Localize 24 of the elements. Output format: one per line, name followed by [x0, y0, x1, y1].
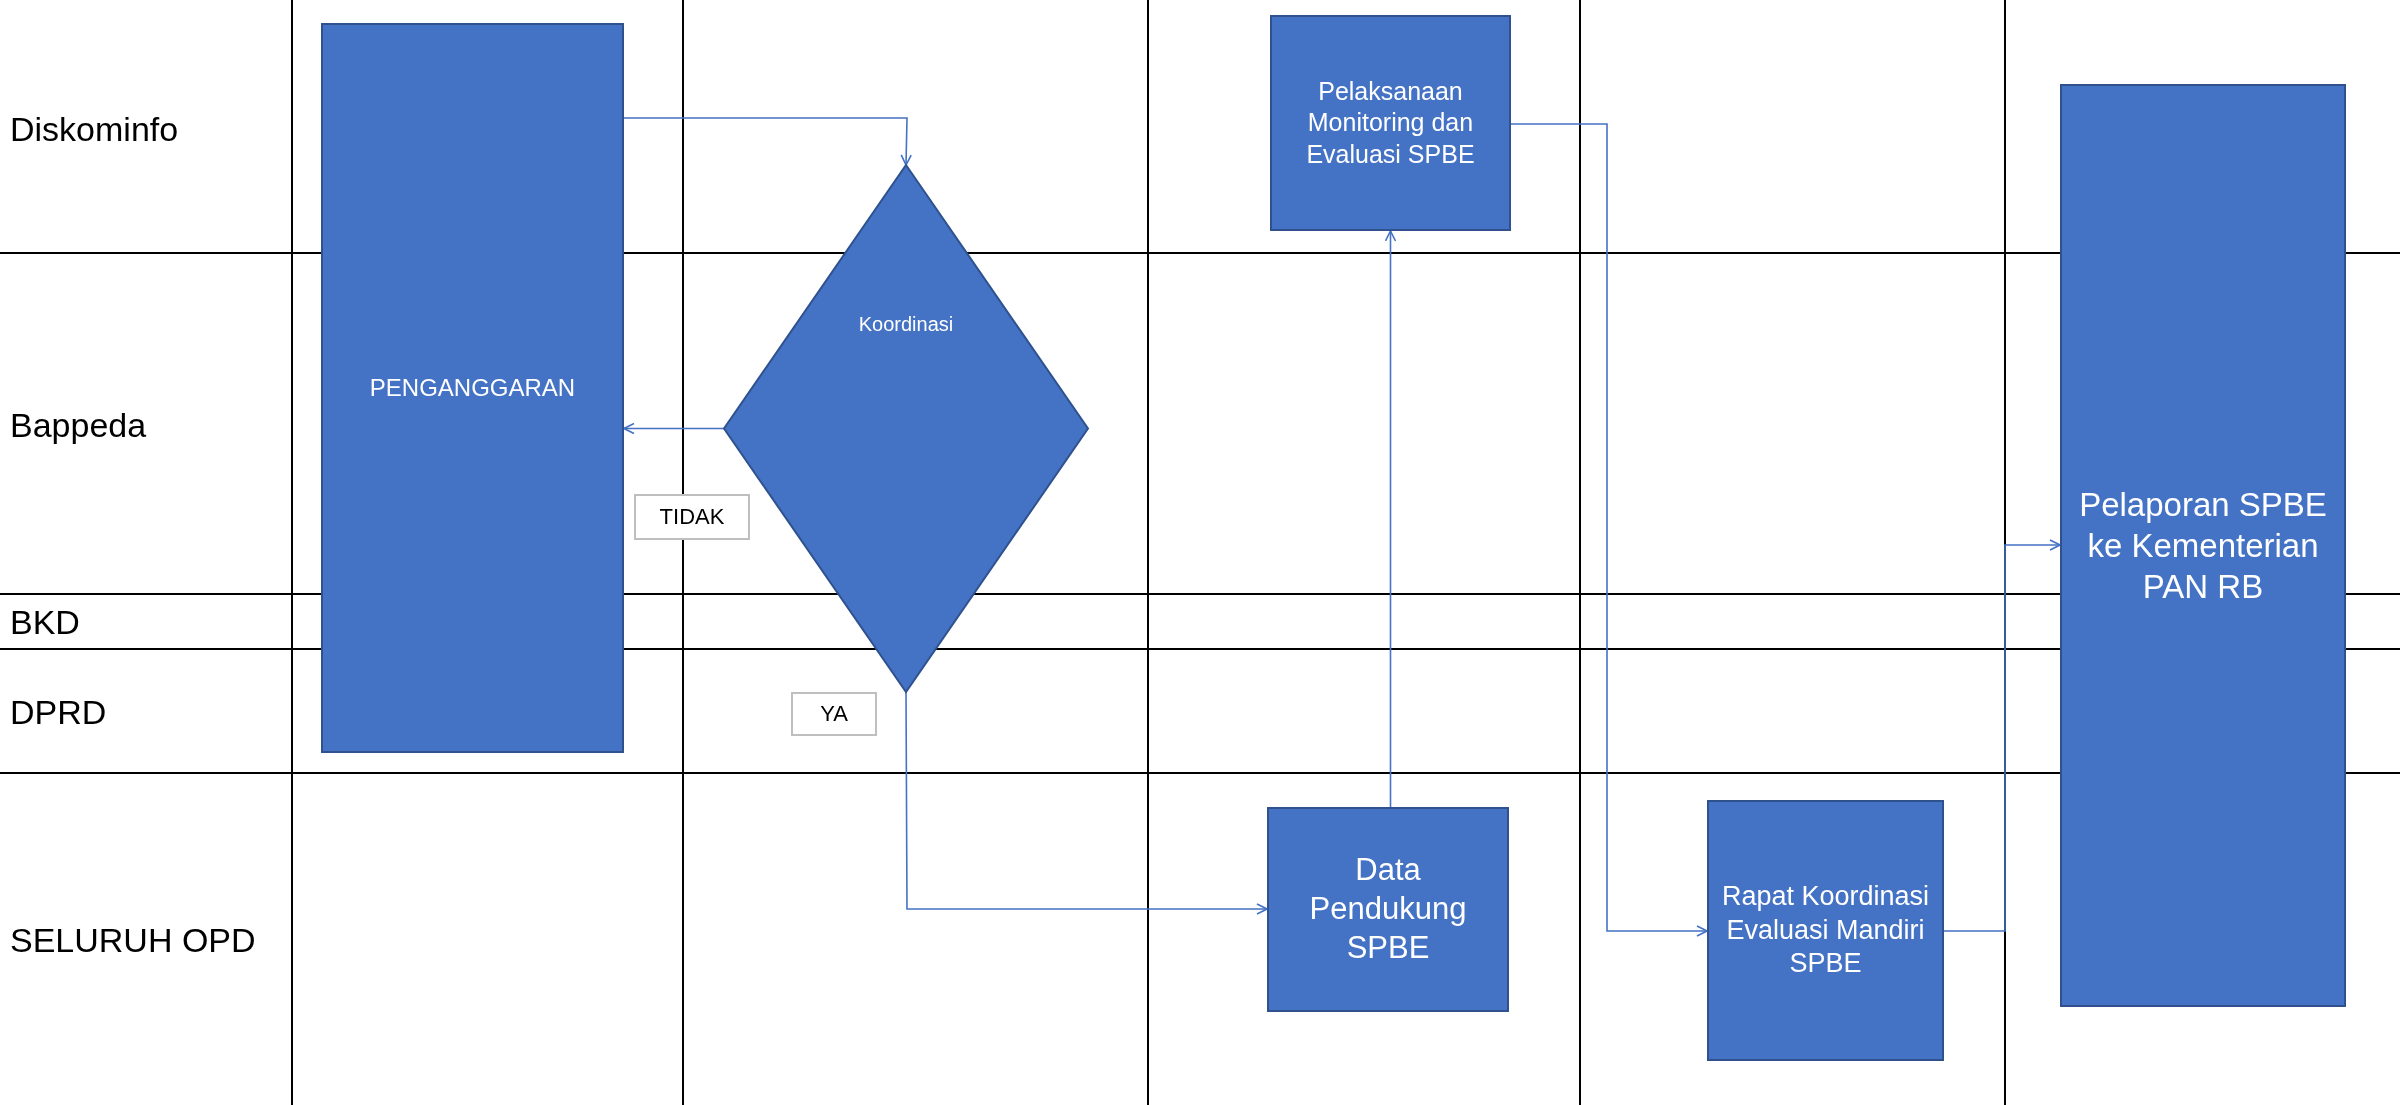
process-box — [1270, 15, 1511, 231]
process-text: Pelaporan SPBE ke Kementerian PAN RB — [2078, 484, 2328, 608]
process-text: Data Pendukung SPBE — [1308, 851, 1468, 967]
process-text: Pelaksanaan Monitoring dan Evaluasi SPBE — [1305, 76, 1476, 170]
process-text: Rapat Koordinasi Evaluasi Mandiri SPBE — [1720, 879, 1931, 981]
lane-label: DPRD — [10, 692, 107, 732]
lane-label: Diskominfo — [10, 109, 179, 149]
connector-arrow — [905, 691, 1268, 915]
lane-label: Bappeda — [10, 405, 147, 445]
connector-arrow — [1943, 539, 2061, 932]
decision-text: Koordinasi — [857, 313, 955, 336]
connector-arrow — [1510, 123, 1708, 937]
process-box — [1267, 807, 1509, 1012]
process-box — [2060, 84, 2346, 1007]
lane-label: SELURUH OPD — [10, 920, 256, 960]
connector-arrow — [623, 422, 725, 435]
process-box — [321, 23, 624, 753]
process-box — [1707, 800, 1944, 1061]
connector-arrow — [623, 117, 912, 166]
process-text: PENGANGGARAN — [368, 373, 577, 403]
connector-arrow — [1384, 230, 1397, 808]
condition-label: TIDAK — [634, 494, 750, 540]
condition-label: YA — [791, 692, 877, 736]
lane-label: BKD — [10, 602, 80, 642]
